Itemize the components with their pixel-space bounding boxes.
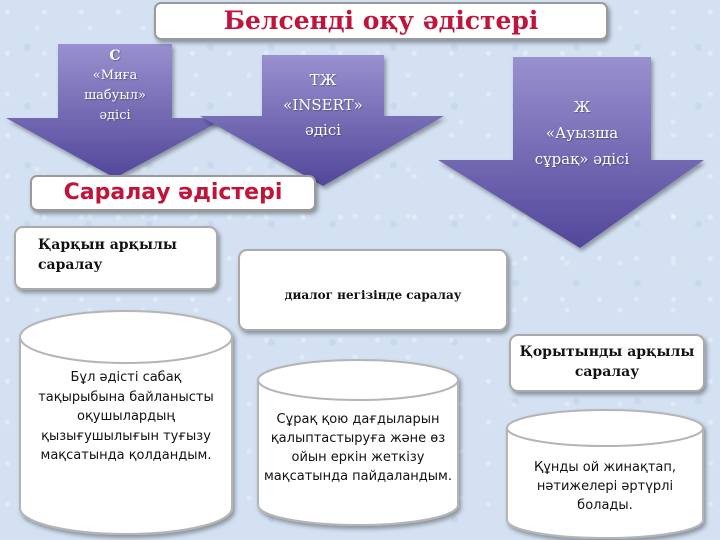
arrow-1-line1: С <box>109 48 121 64</box>
cylinder-3-shape <box>506 409 704 539</box>
arrow-2-shape <box>200 55 444 186</box>
arrow-3-line3: сұрақ» әдісі <box>534 150 630 168</box>
label-result: Қорытынды арқылы саралау <box>509 334 705 392</box>
arrow-1-label: С «Миға шабуыл» әдісі <box>58 46 172 126</box>
label-pace: Қарқын арқылы саралау <box>14 226 218 290</box>
arrow-3-label: Ж «Ауызша сұрақ» әдісі <box>513 94 651 172</box>
section-subtitle: Саралау әдістері <box>30 175 316 211</box>
arrow-2-line3: әдісі <box>304 121 342 139</box>
arrow-2-line2: «INSERT» <box>283 96 363 114</box>
cylinder-1-text: Бұл әдісті сабақ тақырыбына байланысты о… <box>38 370 214 463</box>
arrow-3-line1: Ж <box>573 98 591 116</box>
arrow-2-label: ТЖ «INSERT» әдісі <box>262 68 384 143</box>
arrow-1-shape <box>6 44 226 178</box>
arrow-1-line2: «Миға <box>92 68 138 83</box>
cylinder-3-text: Құнды ой жинақтап, нәтижелері әртүрлі бо… <box>534 460 676 513</box>
arrow-3-line2: «Ауызша <box>545 124 619 142</box>
arrow-2-line1: ТЖ <box>309 71 337 89</box>
arrow-1-line4: әдісі <box>99 108 131 123</box>
cylinder-2-text: Сұрақ қою дағдыларын қалыптастыруға және… <box>264 412 452 484</box>
arrow-1-line3: шабуыл» <box>84 88 146 103</box>
cylinder-2-shape <box>257 359 459 526</box>
cylinder-1-shape <box>19 310 233 535</box>
page-title: Белсенді оқу әдістері <box>154 2 608 40</box>
label-dialog: диалог негізінде саралау <box>238 249 508 331</box>
arrow-3-shape <box>438 57 704 248</box>
